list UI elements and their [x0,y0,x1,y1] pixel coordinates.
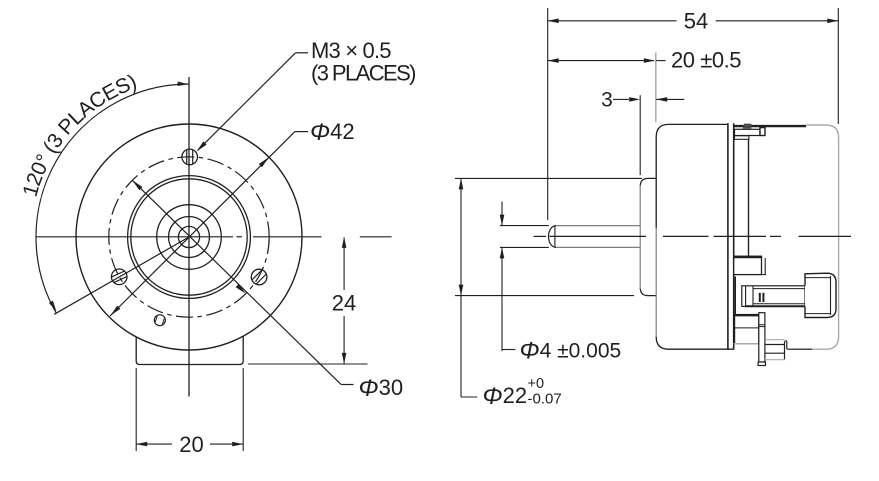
svg-text:3: 3 [601,89,613,112]
svg-text:Φ4 ±0.005: Φ4 ±0.005 [520,338,622,365]
svg-text:Φ42: Φ42 [310,119,355,146]
svg-text:24: 24 [332,291,356,316]
svg-text:Φ22: Φ22 [483,383,528,410]
svg-text:20 ±0.5: 20 ±0.5 [671,47,742,72]
svg-text:20: 20 [179,432,203,457]
svg-text:Φ30: Φ30 [359,375,404,402]
svg-text:54: 54 [684,8,708,33]
svg-text:M3 × 0.5: M3 × 0.5 [311,38,392,63]
svg-text:(3 PLACES): (3 PLACES) [311,61,417,86]
svg-text:+0: +0 [528,376,545,392]
svg-text:-0.07: -0.07 [528,390,562,407]
